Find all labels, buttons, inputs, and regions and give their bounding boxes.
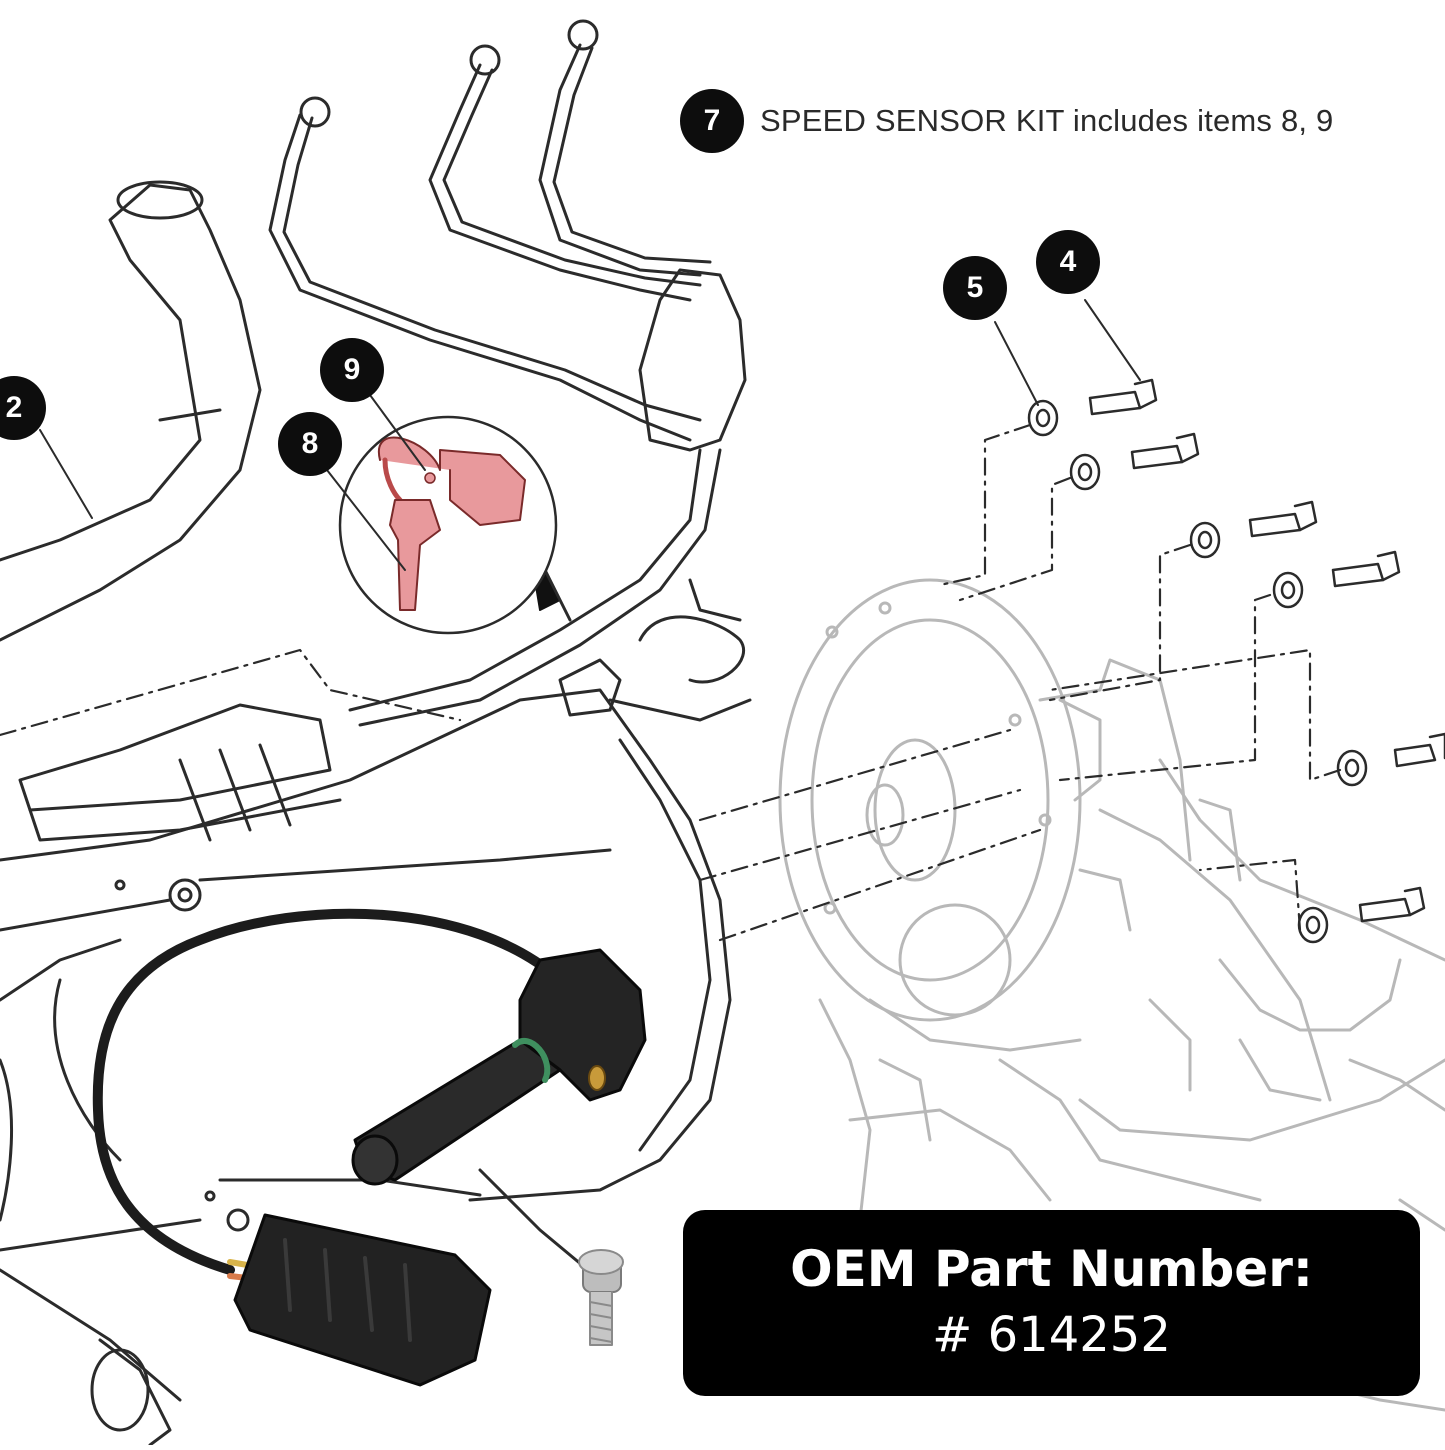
faded-transaxle (778, 578, 1445, 1412)
oem-part-number-label: OEM Part Number: (790, 1240, 1313, 1299)
callout-5: 5 (943, 256, 1007, 320)
kit-note-text: SPEED SENSOR KIT includes items 8, 9 (760, 103, 1334, 138)
kit-note: 7 SPEED SENSOR KIT includes items 8, 9 (680, 89, 1333, 153)
callout-9: 9 (320, 338, 384, 402)
callout-8: 8 (278, 412, 342, 476)
motor-housing (0, 688, 732, 1447)
dashed-guides (0, 423, 1342, 942)
hose-tube (0, 180, 262, 642)
zoom-inset (338, 415, 572, 635)
speed-sensor-photo (92, 908, 647, 1387)
oem-part-number-box: OEM Part Number: # 614252 (683, 1210, 1420, 1396)
callout-7: 7 (680, 89, 744, 153)
cable-harness (268, 19, 752, 727)
callout-4: 4 (1036, 230, 1100, 294)
callout-leaders (39, 299, 1141, 571)
bolts-and-washers (1027, 378, 1445, 944)
oem-part-number-value: # 614252 (932, 1306, 1171, 1363)
